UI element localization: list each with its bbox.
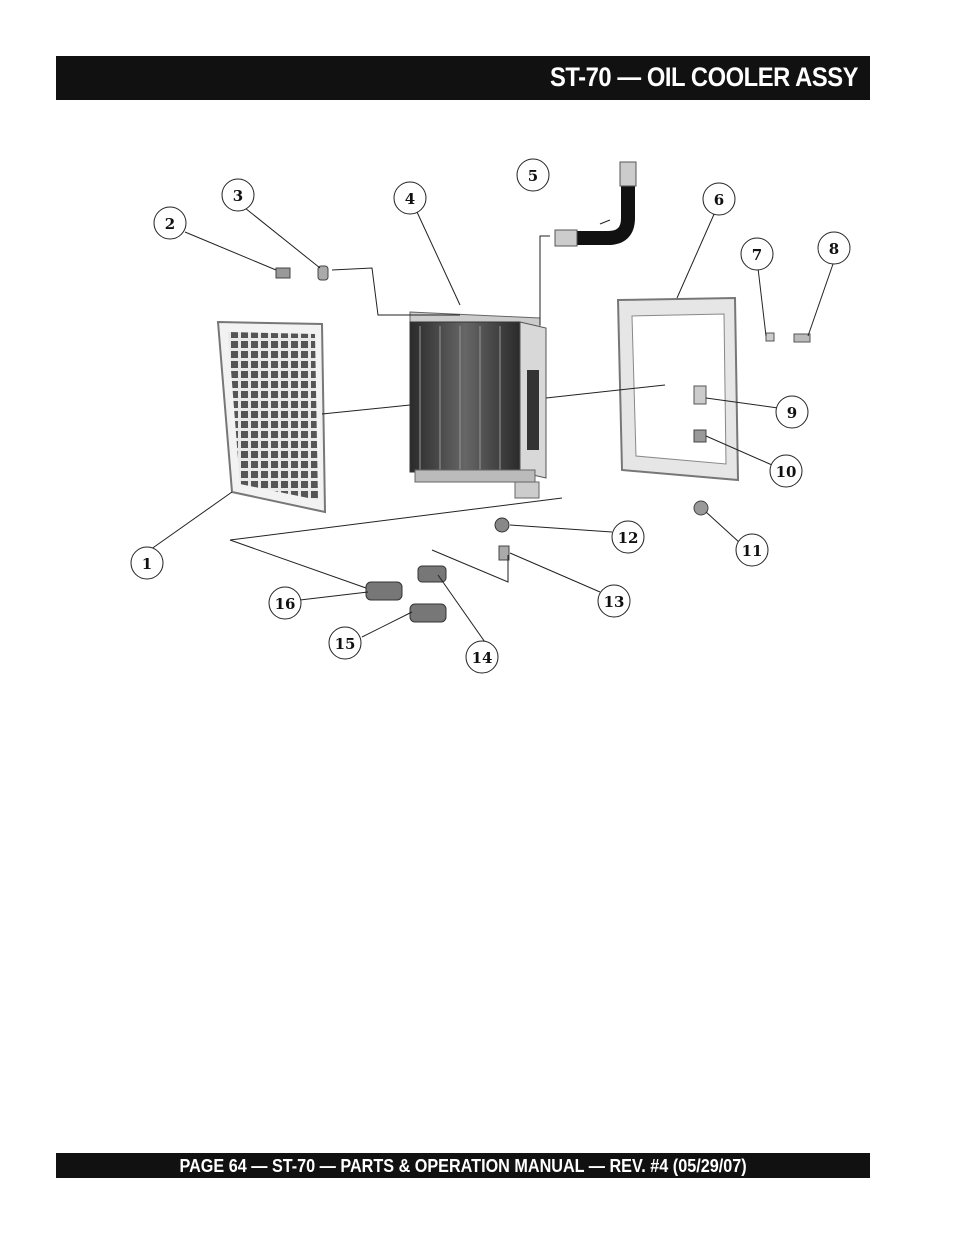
svg-text:8: 8	[829, 240, 839, 258]
callout-2: 2	[153, 206, 187, 240]
callout-13: 13	[597, 584, 631, 618]
svg-text:3: 3	[233, 187, 243, 205]
svg-text:5: 5	[528, 167, 538, 185]
svg-text:2: 2	[165, 215, 175, 233]
callout-6: 6	[702, 182, 736, 216]
footer-bar: PAGE 64 — ST-70 — PARTS & OPERATION MANU…	[56, 1153, 870, 1178]
callout-5: 5	[516, 158, 550, 192]
footer-text: PAGE 64 — ST-70 — PARTS & OPERATION MANU…	[179, 1156, 747, 1176]
callout-15: 15	[328, 626, 362, 660]
page-title: ST-70 — OIL COOLER ASSY	[549, 62, 859, 92]
oil-hose-icon	[554, 161, 637, 247]
mounting-frame-icon	[616, 296, 740, 482]
svg-text:15: 15	[335, 635, 356, 653]
svg-text:10: 10	[776, 463, 797, 481]
pipe-fitting-icon	[275, 265, 811, 623]
callout-16: 16	[268, 586, 302, 620]
callout-14: 14	[465, 640, 499, 674]
svg-text:7: 7	[752, 246, 762, 264]
svg-text:6: 6	[714, 191, 724, 209]
callout-9: 9	[775, 395, 809, 429]
svg-text:1: 1	[142, 555, 152, 573]
callout-11: 11	[735, 533, 769, 567]
svg-text:12: 12	[618, 529, 639, 547]
oil-cooler-core-icon	[409, 311, 547, 499]
callout-3: 3	[221, 178, 255, 212]
svg-text:16: 16	[275, 595, 296, 613]
callout-1: 1	[130, 546, 164, 580]
callout-10: 10	[769, 454, 803, 488]
callout-7: 7	[740, 237, 774, 271]
callout-8: 8	[817, 231, 851, 265]
svg-text:11: 11	[742, 542, 763, 560]
svg-text:4: 4	[405, 190, 415, 208]
svg-text:13: 13	[604, 593, 625, 611]
svg-text:9: 9	[787, 404, 797, 422]
header-bar: ST-70 — OIL COOLER ASSY	[56, 56, 870, 100]
svg-text:14: 14	[472, 649, 493, 667]
callout-12: 12	[611, 520, 645, 554]
leader-lines	[146, 207, 834, 646]
screen-grille-icon	[216, 320, 327, 514]
callout-4: 4	[393, 181, 427, 215]
